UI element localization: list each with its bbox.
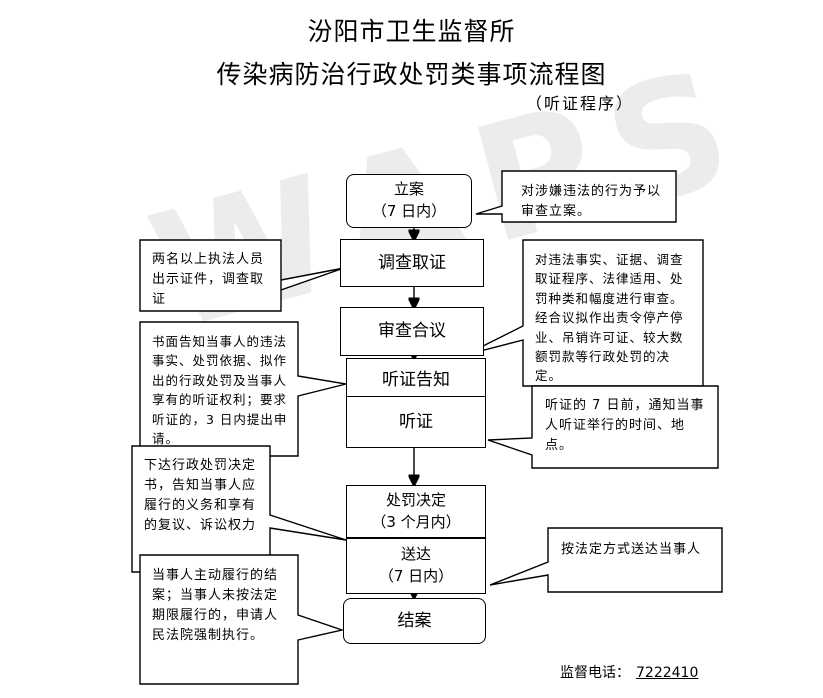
step-delivery-label: 送达 bbox=[400, 545, 431, 564]
step-investigate-label: 调查取证 bbox=[378, 252, 446, 273]
step-decision: 处罚决定 （3 个月内） bbox=[346, 485, 486, 538]
step-close: 结案 bbox=[343, 598, 486, 644]
procedure-subtitle: （听证程序） bbox=[526, 94, 635, 113]
step-investigate: 调查取证 bbox=[340, 239, 484, 287]
note-decision: 下达行政处罚决定书，告知当事人应履行的义务和享有的复议、诉讼权力 bbox=[144, 458, 257, 534]
note-hearing: 听证的 7 日前，通知当事人听证举行的时间、地点。 bbox=[545, 398, 705, 454]
step-notice: 听证告知 bbox=[346, 358, 486, 402]
step-delivery-duration: （7 日内） bbox=[378, 567, 454, 585]
step-delivery: 送达 （7 日内） bbox=[346, 538, 486, 594]
step-notice-label: 听证告知 bbox=[382, 369, 450, 390]
hotline-number[interactable]: 7222410 bbox=[636, 665, 699, 681]
supervision-hotline: 监督电话： 7222410 bbox=[560, 662, 698, 682]
step-filing-label: 立案 bbox=[393, 180, 424, 199]
step-close-label: 结案 bbox=[397, 610, 432, 631]
note-review: 对违法事实、证据、调查取证程序、法律适用、处罚种类和幅度进行审查。经合议拟作出责… bbox=[535, 252, 684, 384]
callout-shape-close bbox=[139, 554, 345, 685]
callout-shape-hearing bbox=[487, 385, 719, 469]
note-investigate: 两名以上执法人员出示证件，调查取证 bbox=[152, 252, 265, 308]
hotline-label: 监督电话： bbox=[560, 665, 630, 681]
note-close: 当事人主动履行的结案；当事人未按法定期限履行的，申请人民法院强制执行。 bbox=[152, 568, 279, 644]
note-delivery: 按法定方式送达当事人 bbox=[561, 542, 702, 557]
org-title: 汾阳市卫生监督所 bbox=[307, 17, 516, 46]
step-hearing-label: 听证 bbox=[399, 411, 433, 432]
step-filing: 立案 （7 日内） bbox=[346, 174, 472, 228]
step-filing-duration: （7 日内） bbox=[371, 202, 447, 220]
callout-shape-filing bbox=[475, 170, 677, 223]
step-review: 审查合议 bbox=[340, 307, 484, 356]
step-review-label: 审查合议 bbox=[378, 321, 446, 342]
process-title: 传染病防治行政处罚类事项流程图 bbox=[216, 60, 607, 89]
step-decision-duration: （3 个月内） bbox=[371, 512, 461, 531]
callout-shape-review bbox=[464, 239, 704, 387]
step-decision-label: 处罚决定 bbox=[385, 490, 446, 509]
note-filing: 对涉嫌违法的行为予以审查立案。 bbox=[521, 184, 662, 220]
note-notice: 书面告知当事人的违法事实、处罚依据、拟作出的行政处罚及当事人享有的听证权利；要求… bbox=[152, 334, 288, 446]
step-hearing: 听证 bbox=[346, 396, 486, 448]
callout-shape-delivery bbox=[489, 527, 723, 593]
